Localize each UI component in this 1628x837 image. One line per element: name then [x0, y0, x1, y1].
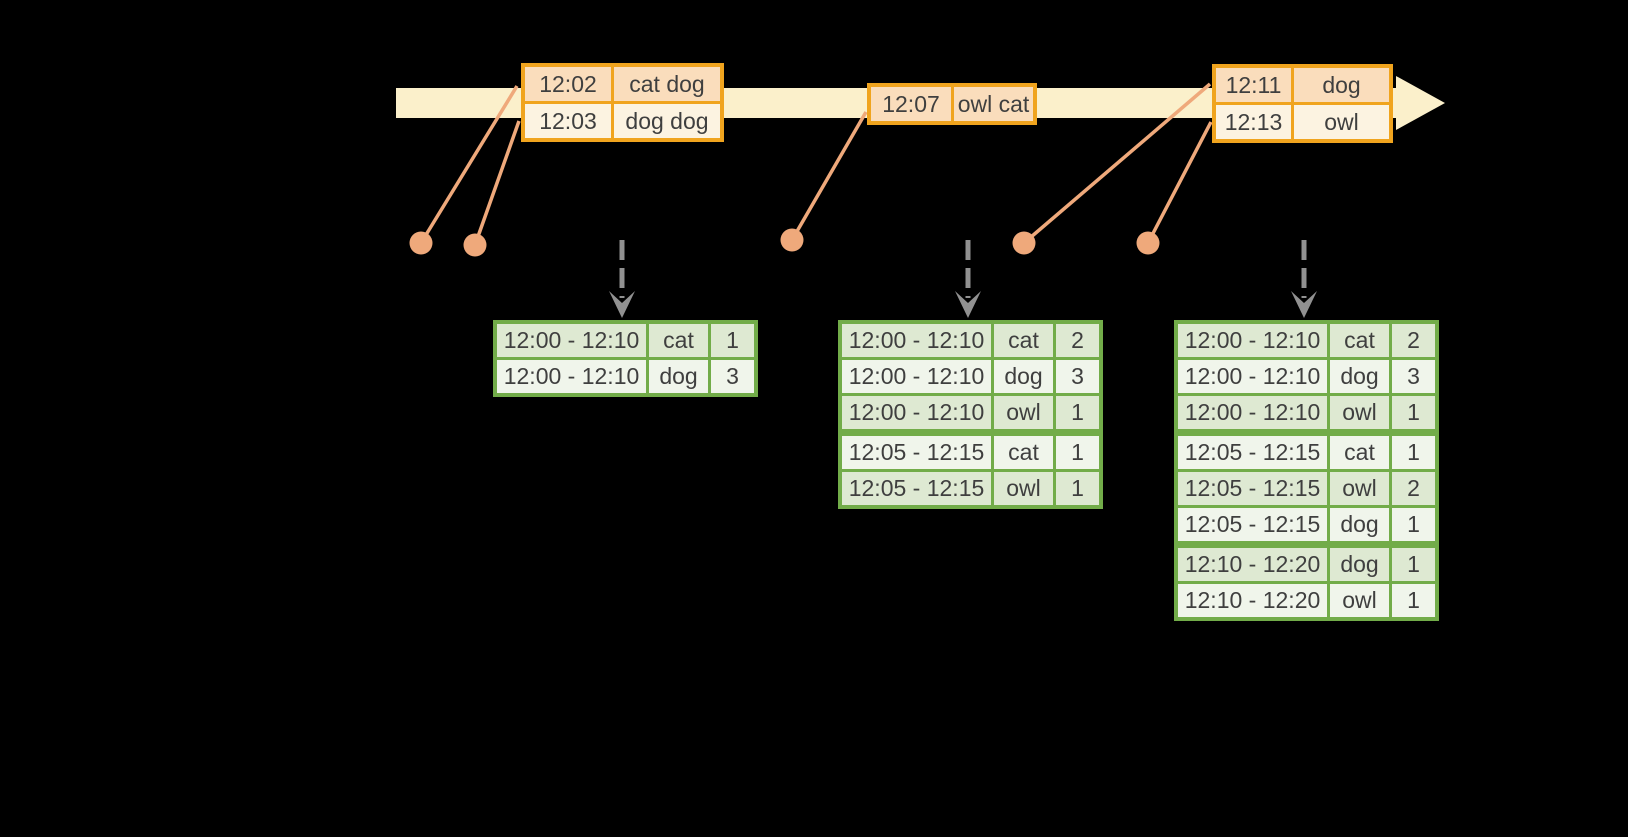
cell-word: cat	[994, 436, 1053, 469]
cell-event-time: 12:02	[525, 67, 611, 101]
cell-word: dog	[1330, 508, 1389, 541]
cell-event-words: dog	[1294, 68, 1389, 102]
cell-word: cat	[649, 324, 708, 357]
cell-count: 3	[1056, 360, 1099, 393]
cell-count: 2	[1392, 324, 1435, 357]
event-dot-icon	[409, 231, 433, 255]
cell-word: cat	[994, 324, 1053, 357]
cell-window: 12:00 - 12:10	[842, 396, 991, 429]
cell-word: cat	[1330, 436, 1389, 469]
cell-count: 1	[1056, 472, 1099, 505]
cell-event-time: 12:11	[1216, 68, 1291, 102]
cell-window: 12:00 - 12:10	[1178, 360, 1327, 393]
cell-word: owl	[1330, 472, 1389, 505]
cell-count: 1	[1392, 548, 1435, 581]
cell-window: 12:00 - 12:10	[1178, 324, 1327, 357]
cell-count: 1	[1056, 396, 1099, 429]
cell-event-words: owl cat	[954, 87, 1033, 121]
cell-window: 12:00 - 12:10	[842, 324, 991, 357]
cell-count: 1	[1056, 436, 1099, 469]
event-dot-icon	[463, 233, 487, 257]
cell-event-words: owl	[1294, 105, 1389, 139]
cell-event-words: cat dog	[614, 67, 720, 101]
cell-event-words: dog dog	[614, 104, 720, 138]
cell-word: owl	[1330, 396, 1389, 429]
cell-window: 12:05 - 12:15	[1178, 472, 1327, 505]
connector-line	[473, 120, 521, 246]
cell-word: owl	[994, 472, 1053, 505]
cell-count: 3	[711, 360, 754, 393]
connector-line	[1146, 121, 1213, 244]
timeline-arrowhead-icon	[1396, 76, 1445, 130]
trigger-arrow-icon	[1291, 240, 1317, 318]
cell-window: 12:00 - 12:10	[1178, 396, 1327, 429]
cell-count: 3	[1392, 360, 1435, 393]
cell-word: dog	[1330, 548, 1389, 581]
cell-word: owl	[994, 396, 1053, 429]
cell-word: dog	[994, 360, 1053, 393]
cell-window: 12:05 - 12:15	[1178, 436, 1327, 469]
cell-count: 1	[1392, 508, 1435, 541]
cell-event-time: 12:13	[1216, 105, 1291, 139]
cell-count: 2	[1056, 324, 1099, 357]
cell-count: 1	[1392, 396, 1435, 429]
cell-window: 12:05 - 12:15	[1178, 508, 1327, 541]
cell-window: 12:05 - 12:15	[842, 436, 991, 469]
cell-window: 12:10 - 12:20	[1178, 584, 1327, 617]
cell-window: 12:00 - 12:10	[497, 324, 646, 357]
trigger-arrow-icon	[609, 240, 635, 318]
trigger-arrow-icon	[955, 240, 981, 318]
cell-event-time: 12:03	[525, 104, 611, 138]
cell-word: owl	[1330, 584, 1389, 617]
cell-window: 12:10 - 12:20	[1178, 548, 1327, 581]
event-dot-icon	[1136, 231, 1160, 255]
event-dot-icon	[780, 228, 804, 252]
cell-event-time: 12:07	[871, 87, 951, 121]
cell-window: 12:05 - 12:15	[842, 472, 991, 505]
cell-count: 2	[1392, 472, 1435, 505]
connector-line	[790, 111, 868, 241]
cell-window: 12:00 - 12:10	[842, 360, 991, 393]
cell-count: 1	[711, 324, 754, 357]
cell-count: 1	[1392, 584, 1435, 617]
event-dot-icon	[1012, 231, 1036, 255]
cell-window: 12:00 - 12:10	[497, 360, 646, 393]
cell-word: dog	[649, 360, 708, 393]
cell-count: 1	[1392, 436, 1435, 469]
cell-word: cat	[1330, 324, 1389, 357]
cell-word: dog	[1330, 360, 1389, 393]
